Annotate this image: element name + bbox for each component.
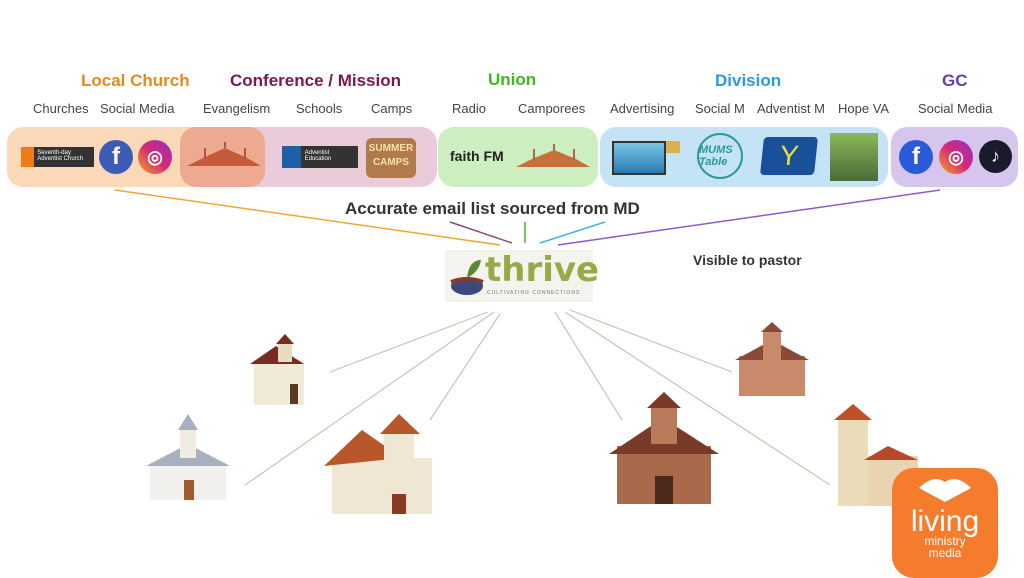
instagram-icon[interactable]: ◎	[138, 140, 172, 174]
church-icon	[735, 322, 809, 396]
tv-advertising-icon	[612, 141, 666, 175]
circus-tent-icon	[187, 142, 261, 166]
church-icon	[146, 414, 230, 500]
group-title-gc: GC	[942, 71, 968, 90]
tiktok-icon[interactable]: ♪	[979, 140, 1012, 173]
visible-to-pastor-note: Visible to pastor	[693, 252, 802, 268]
adventist-media-logo: Y	[760, 137, 818, 175]
thrive-logo: thrive CULTIVATING CONNECTIONS	[445, 250, 599, 302]
open-book-icon	[919, 479, 971, 502]
gc-facebook-icon[interactable]: f	[899, 140, 933, 174]
label-camps: Camps	[371, 101, 413, 116]
church-icon	[250, 334, 304, 405]
label-social-media-local: Social Media	[100, 101, 175, 116]
church-icon	[324, 414, 432, 514]
gc-instagram-icon[interactable]: ◎	[939, 140, 973, 174]
mailbox-icon	[666, 141, 680, 153]
group-title-union: Union	[488, 70, 537, 89]
label-camporees: Camporees	[518, 101, 586, 116]
sda-logo: Seventh-day Adventist Church	[21, 147, 94, 167]
mums-table-logo: MUMS Table	[697, 133, 743, 179]
label-social-m: Social M	[695, 101, 745, 116]
email-list-caption: Accurate email list sourced from MD	[345, 199, 640, 218]
thrive-plant-icon	[450, 260, 484, 295]
label-adventist-m: Adventist M	[757, 101, 825, 116]
group-title-division: Division	[715, 71, 782, 90]
label-schools: Schools	[296, 101, 343, 116]
union-box	[438, 127, 598, 187]
living-ministry-media-logo: living ministry media	[892, 468, 998, 578]
group-title-local-church: Local Church	[81, 71, 190, 90]
label-evangelism: Evangelism	[203, 101, 271, 116]
group-title-conference: Conference / Mission	[230, 71, 401, 90]
label-hope-va: Hope VA	[838, 101, 890, 116]
church-icon	[609, 392, 719, 504]
faith-fm-logo: faith FM	[450, 148, 504, 164]
hope-va-image	[830, 133, 878, 181]
label-churches: Churches	[33, 101, 89, 116]
label-advertising: Advertising	[610, 101, 675, 116]
connector-lines	[114, 189, 941, 486]
summer-camps-logo: SUMMER CAMPS	[366, 138, 416, 178]
adventist-education-logo: Adventist Education	[282, 146, 358, 168]
camporee-tent-icon	[516, 144, 590, 167]
facebook-icon[interactable]: f	[99, 140, 133, 174]
label-radio: Radio	[452, 101, 486, 116]
label-social-media-gc: Social Media	[918, 101, 993, 116]
